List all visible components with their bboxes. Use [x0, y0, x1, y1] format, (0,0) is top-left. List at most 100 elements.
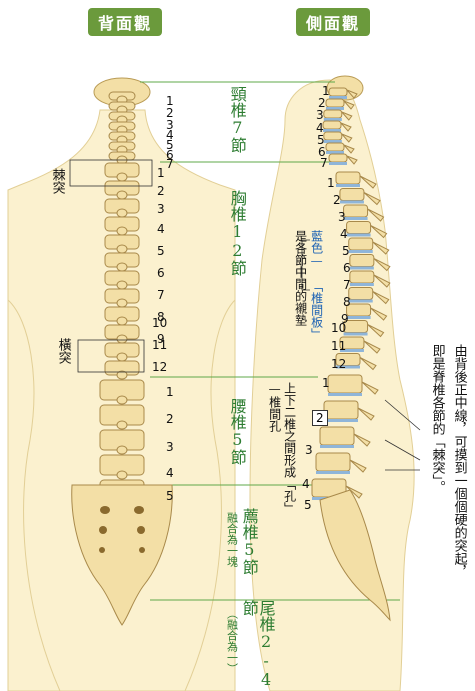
- st-num: 3: [338, 210, 346, 224]
- side-vertebra: [348, 287, 374, 300]
- side-spinous-process: [357, 407, 375, 421]
- coccyx-label: 尾椎2-4節: [239, 600, 276, 689]
- spinous-process: [116, 244, 128, 254]
- disc-desc-label: 是各節中間的襯墊: [293, 230, 308, 326]
- intervertebral-disc: [336, 184, 360, 187]
- intervertebral-disc: [346, 316, 371, 319]
- thoracic-label: 胸椎12節: [227, 190, 247, 276]
- side-vertebra: [343, 204, 369, 218]
- side-vertebra: [346, 221, 372, 234]
- side-spinous-process: [363, 340, 381, 354]
- t-num: 5: [157, 244, 165, 258]
- side-spinous-process: [343, 144, 355, 154]
- t-num: 7: [157, 288, 165, 302]
- st-num: 6: [343, 261, 351, 275]
- spinous-process: [116, 190, 128, 200]
- spinous-process: [116, 280, 128, 290]
- t-num: 9: [157, 332, 165, 346]
- spinous-process: [116, 208, 128, 218]
- side-spinous-process: [343, 100, 355, 110]
- l-num: 2: [166, 412, 174, 426]
- back-sacrum: [71, 484, 173, 626]
- t-num: 1: [157, 166, 165, 180]
- sc-num: 1: [322, 84, 330, 98]
- c-num: 6: [166, 148, 174, 162]
- side-spinous-process: [363, 192, 381, 206]
- side-spinous-process: [373, 274, 391, 288]
- intervertebral-disc: [329, 96, 347, 99]
- t-num: 12: [152, 360, 168, 374]
- sc-num: 3: [316, 108, 324, 122]
- spinous-process: [116, 445, 128, 455]
- sacral-note: 融合為一塊: [225, 512, 239, 567]
- t-num: 6: [157, 266, 165, 280]
- foramen-label: —椎間孔: [267, 382, 282, 432]
- t-num: 11: [152, 338, 168, 352]
- sc-num: 4: [316, 121, 324, 135]
- intervertebral-disc: [348, 299, 373, 303]
- spinous-process: [116, 352, 128, 362]
- l-num: 5: [166, 489, 174, 503]
- side-spinous-process: [359, 357, 377, 371]
- l-num: 1: [166, 385, 174, 399]
- lumbar-label: 腰椎5節: [227, 398, 247, 465]
- spinous-process: [116, 226, 128, 236]
- intervertebral-disc: [326, 151, 344, 154]
- side-spinous-process: [373, 258, 391, 272]
- foramen-desc-label: 上下二椎之間形成「孔」: [282, 382, 297, 514]
- c-num: 2: [166, 106, 174, 120]
- side-spinous-process: [349, 459, 367, 473]
- side-vertebra: [319, 426, 355, 446]
- st-num: 2: [333, 193, 341, 207]
- side-spinous-process: [367, 208, 385, 222]
- side-spinous-process: [345, 485, 363, 499]
- intervertebral-disc: [343, 217, 368, 220]
- side-spinous-process: [367, 324, 385, 338]
- st-num: 1: [327, 176, 335, 190]
- spinous-process: [116, 172, 128, 182]
- side-spinous-process: [370, 307, 388, 321]
- intervertebral-disc: [323, 140, 342, 143]
- side-spinous-process: [372, 291, 390, 305]
- intervertebral-disc: [316, 471, 350, 474]
- t-num: 8: [157, 310, 165, 324]
- intervertebral-disc: [336, 365, 360, 369]
- spinous-process: [116, 420, 128, 430]
- c-num: 1: [166, 94, 174, 108]
- side-spine: [311, 87, 391, 500]
- intervertebral-disc: [349, 283, 374, 286]
- side-spinous-process: [340, 122, 352, 132]
- side-spinous-process: [359, 175, 377, 189]
- side-vertebra: [349, 270, 375, 284]
- side-view-title: 側面觀: [296, 8, 371, 36]
- side-spinous-process: [346, 89, 358, 99]
- side-spinous-process: [341, 111, 353, 121]
- side-spinous-process: [361, 381, 379, 395]
- intervertebral-disc: [348, 250, 373, 253]
- c-num: 3: [166, 118, 174, 132]
- spinous-process: [116, 262, 128, 272]
- t-num: 2: [157, 184, 165, 198]
- spinous-process: [116, 334, 128, 344]
- back-view-title: 背面觀: [88, 8, 163, 36]
- c-num: 5: [166, 138, 174, 152]
- side-vertebra: [339, 188, 365, 201]
- st-num: 8: [343, 295, 351, 309]
- sc-num: 5: [317, 133, 325, 147]
- sl-num: 3: [305, 443, 313, 457]
- sc-num: 2: [318, 96, 326, 110]
- sc-num: 7: [320, 156, 328, 170]
- t-num: 4: [157, 222, 165, 236]
- intervertebral-disc: [323, 129, 341, 132]
- st-num: 5: [342, 244, 350, 258]
- intervertebral-disc: [329, 162, 347, 165]
- right-note-line1: 由背後正中線，可摸到一個個硬的突起，: [451, 344, 467, 578]
- back-spine: [99, 91, 145, 505]
- intervertebral-disc: [323, 118, 342, 121]
- blue-color-label: 藍色—: [309, 230, 324, 268]
- intervertebral-disc: [346, 233, 371, 237]
- sacral-label: 薦椎5節: [239, 508, 259, 575]
- side-vertebra: [325, 142, 345, 152]
- side-vertebra: [322, 120, 342, 130]
